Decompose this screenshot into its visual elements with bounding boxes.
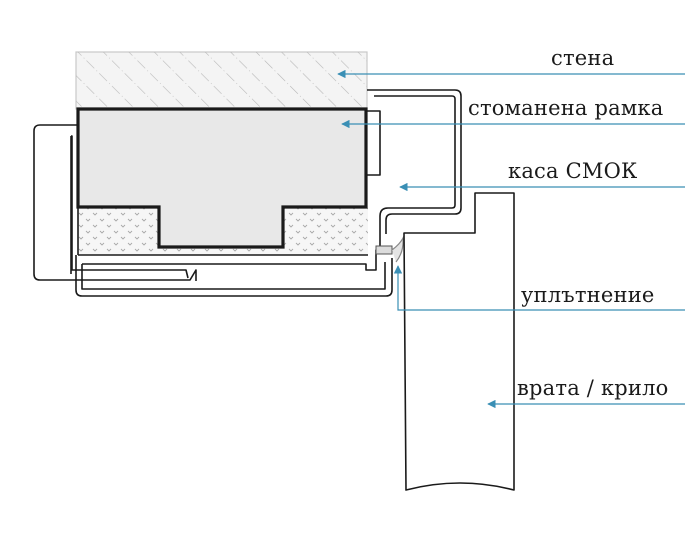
arrow-seal: [393, 265, 685, 311]
label-door-leaf: врата / крило: [517, 376, 669, 400]
steel-frame: [76, 107, 368, 249]
seal: [375, 235, 404, 263]
label-smok-frame: каса СМОК: [508, 159, 637, 183]
label-wall: стена: [551, 46, 614, 70]
leader-arrows: [337, 69, 685, 409]
door-leaf: [403, 192, 515, 491]
wall: [75, 51, 368, 110]
label-steel-frame: стоманена рамка: [468, 96, 663, 120]
label-seal: уплътнение: [521, 283, 655, 307]
